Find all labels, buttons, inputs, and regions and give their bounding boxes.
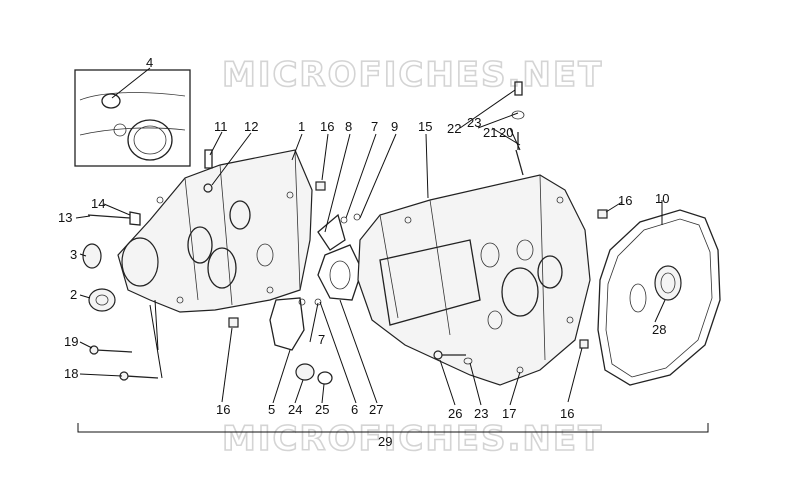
- inset-detail: [74, 69, 191, 167]
- callout-16-bottom-right: 16: [560, 406, 574, 421]
- callout-25: 25: [315, 402, 329, 417]
- callout-7-mid: 7: [318, 332, 325, 347]
- callout-23-top: 23: [467, 115, 481, 130]
- callout-5: 5: [268, 402, 275, 417]
- leader-lines: [75, 67, 666, 406]
- callout-10: 10: [655, 191, 669, 206]
- callout-19: 19: [64, 334, 78, 349]
- callout-21: 21: [483, 125, 497, 140]
- callout-16-bottom-left: 16: [216, 402, 230, 417]
- callout-27: 27: [369, 402, 383, 417]
- cover-gasket: [597, 209, 721, 386]
- callout-13: 13: [58, 210, 72, 225]
- right-crankcase: [357, 174, 591, 386]
- callout-20: 20: [499, 125, 513, 140]
- seal-28: [654, 265, 682, 301]
- callout-22: 22: [447, 121, 461, 136]
- callout-1: 1: [298, 119, 305, 134]
- gasket-8: [317, 213, 346, 251]
- callout-11: 11: [214, 119, 228, 134]
- callout-14: 14: [91, 196, 105, 211]
- callout-2: 2: [70, 287, 77, 302]
- callout-16-top: 16: [320, 119, 334, 134]
- callout-16-right-top: 16: [618, 193, 632, 208]
- callout-12: 12: [244, 119, 258, 134]
- callout-24: 24: [288, 402, 302, 417]
- callout-23-bottom: 23: [474, 406, 488, 421]
- callouts: 4 11 12 1 16 8 7 9 15 22 23 21 20 16 10 …: [58, 55, 669, 449]
- callout-29: 29: [378, 434, 392, 449]
- callout-7-top: 7: [371, 119, 378, 134]
- small-parts: [82, 81, 608, 385]
- callout-15: 15: [418, 119, 432, 134]
- callout-26: 26: [448, 406, 462, 421]
- callout-28: 28: [652, 322, 666, 337]
- callout-8: 8: [345, 119, 352, 134]
- watermark-top: MICROFICHES.NET: [222, 55, 603, 95]
- gasket-6: [317, 244, 363, 301]
- left-crankcase: [117, 149, 313, 313]
- callout-3: 3: [70, 247, 77, 262]
- dimension-line-29: [77, 423, 709, 433]
- callout-18: 18: [64, 366, 78, 381]
- callout-9: 9: [391, 119, 398, 134]
- watermark-bottom: MICROFICHES.NET: [222, 419, 603, 459]
- callout-6: 6: [351, 402, 358, 417]
- callout-4: 4: [146, 55, 153, 70]
- callout-17: 17: [502, 406, 516, 421]
